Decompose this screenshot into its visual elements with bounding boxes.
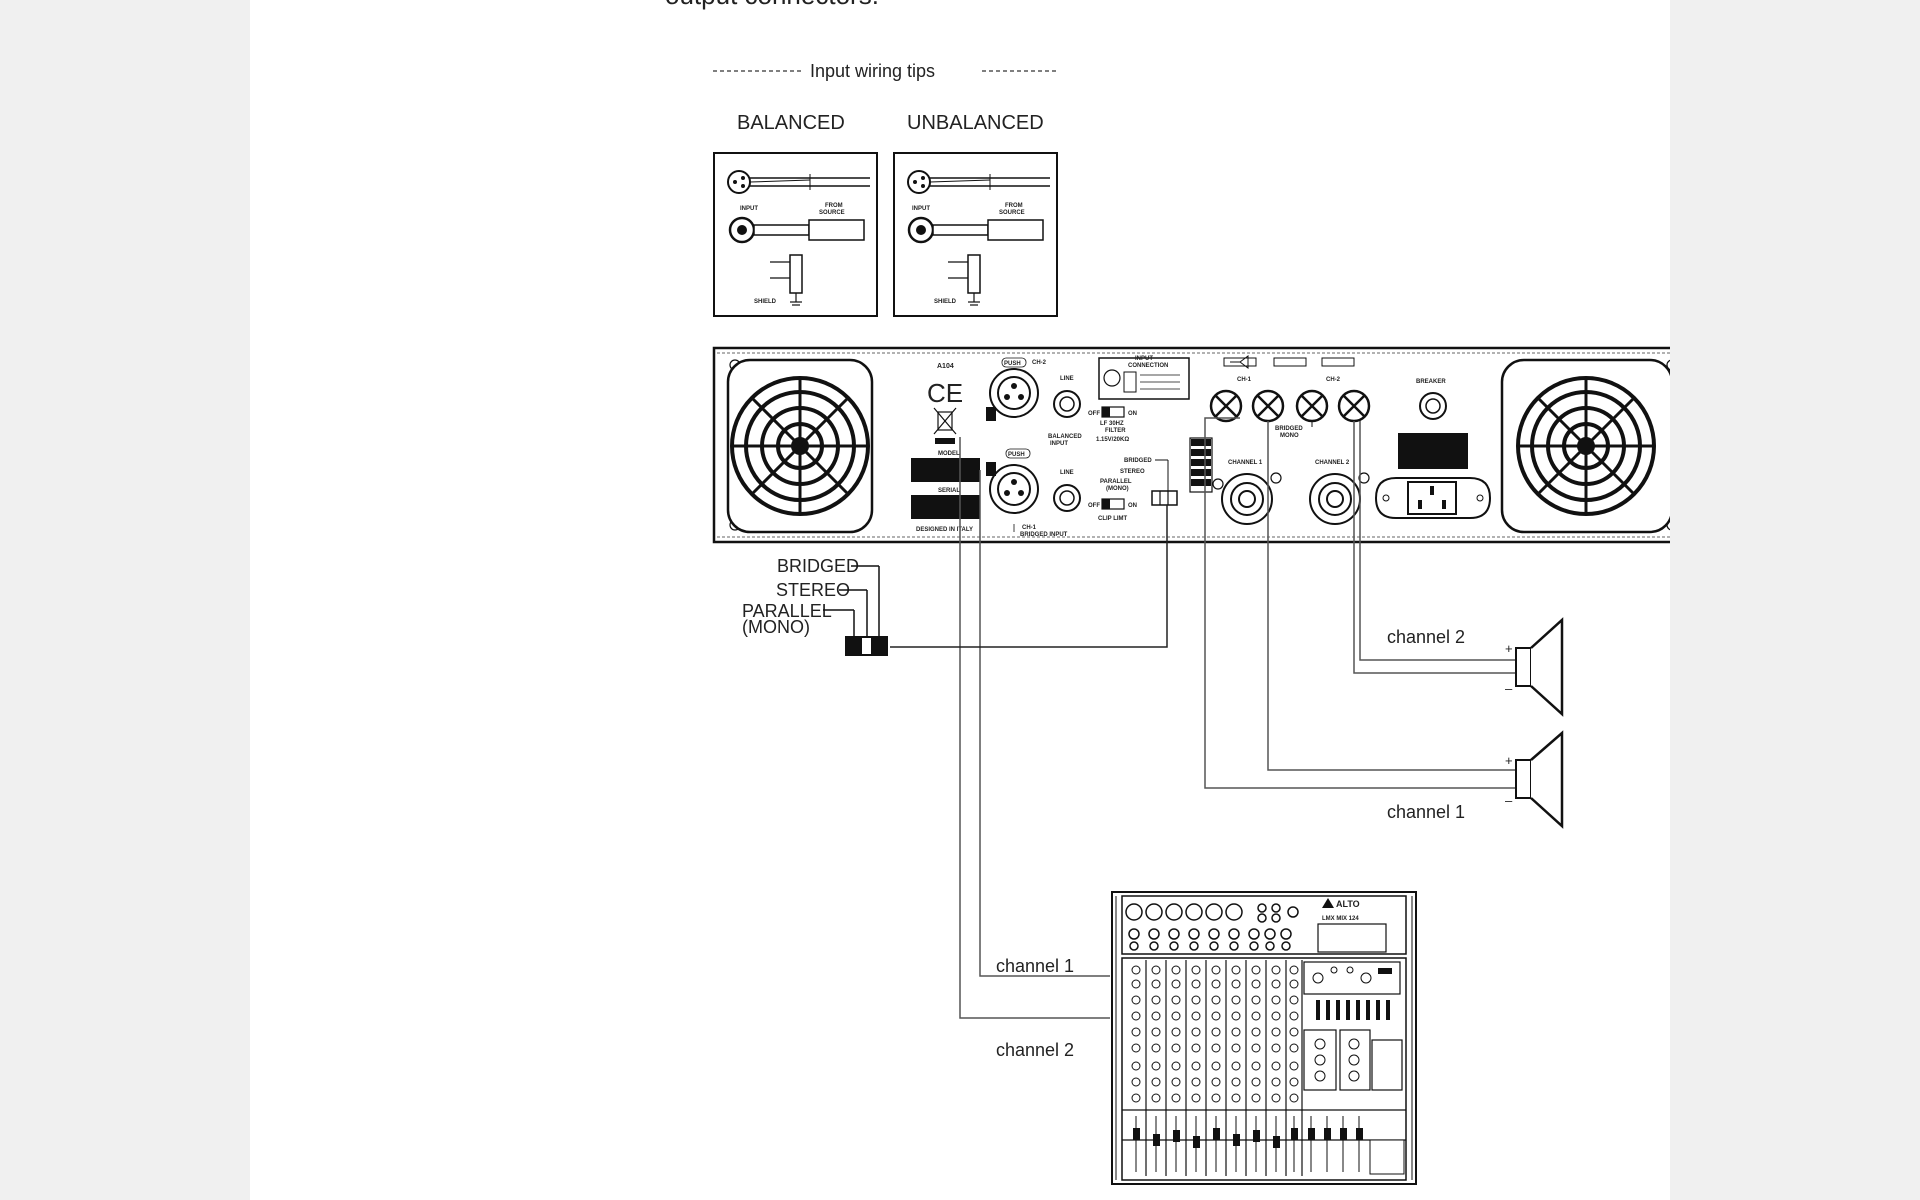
svg-text:+: +	[1505, 641, 1513, 656]
svg-text:–: –	[1505, 681, 1513, 696]
breaker-button[interactable]	[1419, 392, 1447, 420]
svg-text:CH-1: CH-1	[1022, 525, 1037, 531]
cables	[890, 417, 1518, 1019]
right-fan-grille	[1500, 358, 1670, 534]
svg-text:FROM: FROM	[825, 203, 843, 209]
svg-text:INPUT: INPUT	[912, 206, 930, 212]
panel-mode-switch[interactable]	[1151, 490, 1178, 506]
svg-text:PUSH: PUSH	[1004, 361, 1021, 367]
svg-text:+: +	[1505, 753, 1513, 768]
svg-text:SOURCE: SOURCE	[999, 210, 1025, 216]
unbalanced-title: UNBALANCED	[907, 112, 1044, 134]
amplifier-wiring-diagram: output connectors. Input wiring tips BAL…	[665, 0, 1670, 1185]
speaker-label-channel-1: channel 1	[1387, 802, 1465, 822]
svg-text:PARALLEL: PARALLEL	[1100, 479, 1132, 485]
svg-text:SERIAL: SERIAL	[938, 488, 960, 494]
svg-text:–: –	[1505, 793, 1513, 808]
speakon-output-ch1[interactable]	[1221, 473, 1273, 525]
lf-filter-switch[interactable]: OFF ON	[1088, 406, 1137, 418]
svg-text:BRIDGED: BRIDGED	[1275, 426, 1303, 432]
xlr-input-ch2[interactable]: PUSH CH-2	[989, 357, 1047, 418]
svg-text:STEREO: STEREO	[776, 580, 850, 600]
svg-text:CLIP LIMT: CLIP LIMT	[1098, 516, 1128, 522]
svg-text:BRIDGED: BRIDGED	[777, 556, 859, 576]
svg-text:OFF: OFF	[1088, 411, 1100, 417]
svg-text:CH-2: CH-2	[1326, 377, 1341, 383]
svg-text:DESIGNED IN ITALY: DESIGNED IN ITALY	[916, 527, 973, 533]
svg-text:ON: ON	[1128, 411, 1137, 417]
svg-text:INPUT: INPUT	[740, 206, 758, 212]
speaker-channel-1: + –	[1505, 730, 1564, 829]
speakon-output-ch2[interactable]	[1309, 473, 1361, 525]
svg-text:PUSH: PUSH	[1008, 452, 1025, 458]
clip-limit-switch[interactable]: OFF ON	[1088, 498, 1137, 510]
svg-text:CH-2: CH-2	[1032, 360, 1047, 366]
svg-text:LINE: LINE	[1060, 470, 1074, 476]
svg-text:MODEL: MODEL	[938, 451, 960, 457]
svg-text:CHANNEL 1: CHANNEL 1	[1228, 460, 1263, 466]
model-name: A104	[937, 363, 954, 370]
svg-text:FROM: FROM	[1005, 203, 1023, 209]
svg-text:MONO: MONO	[1280, 433, 1299, 439]
mixer-label-channel-2: channel 2	[996, 1040, 1074, 1060]
mixer-label-channel-1: channel 1	[996, 956, 1074, 976]
svg-text:STEREO: STEREO	[1120, 469, 1145, 475]
svg-text:BRIDGED INPUT: BRIDGED INPUT	[1020, 532, 1068, 538]
svg-text:INPUT: INPUT	[1135, 356, 1153, 362]
model-label-plate	[911, 458, 980, 482]
line-jack-ch1[interactable]	[1053, 484, 1081, 512]
svg-text:CHANNEL 2: CHANNEL 2	[1315, 460, 1350, 466]
input-connection-diagram: INPUT CONNECTION	[1098, 356, 1190, 400]
svg-text:LMX MIX 124: LMX MIX 124	[1322, 916, 1359, 922]
svg-text:FILTER: FILTER	[1105, 428, 1126, 434]
svg-text:CONNECTION: CONNECTION	[1128, 363, 1168, 369]
speaker-label-channel-2: channel 2	[1387, 627, 1465, 647]
weee-bin-icon	[933, 407, 957, 444]
svg-text:ON: ON	[1128, 503, 1137, 509]
svg-text:PARALLEL: PARALLEL	[742, 601, 832, 621]
mode-switch-callout: BRIDGED STEREO PARALLEL (MONO)	[742, 556, 888, 656]
line-jack-ch2[interactable]	[1053, 390, 1081, 418]
svg-text:SHIELD: SHIELD	[934, 299, 957, 305]
svg-text:LINE: LINE	[1060, 376, 1074, 382]
svg-text:SHIELD: SHIELD	[754, 299, 777, 305]
amplifier-rear-panel: A104 CE MODEL SERIAL DESIGNED IN ITALY P…	[712, 346, 1670, 544]
cut-heading: output connectors.	[665, 0, 879, 10]
svg-text:1.15V/20KΩ: 1.15V/20KΩ	[1096, 437, 1129, 443]
speaker-channel-2: + –	[1505, 617, 1564, 717]
svg-text:ALTO: ALTO	[1336, 899, 1360, 909]
svg-text:(MONO): (MONO)	[1106, 486, 1129, 492]
svg-text:BRIDGED: BRIDGED	[1124, 458, 1152, 464]
mixer-console: ALTO LMX MIX 124	[1111, 891, 1417, 1185]
rating-plate	[1398, 433, 1468, 469]
serial-label-plate	[911, 495, 980, 519]
balanced-title: BALANCED	[737, 112, 845, 134]
svg-text:BALANCED: BALANCED	[1048, 434, 1082, 440]
manual-page: output connectors. Input wiring tips BAL…	[250, 0, 1670, 1200]
wiring-tips-section: Input wiring tips BALANCED UNBALANCED IN…	[713, 61, 1058, 317]
svg-text:LF 30HZ: LF 30HZ	[1100, 421, 1124, 427]
svg-text:CH-1: CH-1	[1237, 377, 1252, 383]
wiring-tips-title: Input wiring tips	[810, 61, 935, 81]
iec-power-inlet[interactable]	[1374, 477, 1492, 519]
svg-text:BREAKER: BREAKER	[1416, 379, 1446, 385]
balanced-wiring-box: INPUT FROM SOURCE SHIELD	[713, 152, 878, 317]
speaker-symbols	[1223, 355, 1355, 369]
unbalanced-wiring-box: INPUT FROM SOURCE SHIELD	[893, 152, 1058, 317]
ce-mark: CE	[927, 378, 963, 408]
svg-text:(MONO): (MONO)	[742, 617, 810, 637]
left-fan-grille	[726, 358, 874, 534]
svg-text:INPUT: INPUT	[1050, 441, 1068, 447]
xlr-input-ch1[interactable]: PUSH	[989, 448, 1039, 514]
svg-text:OFF: OFF	[1088, 503, 1100, 509]
svg-text:SOURCE: SOURCE	[819, 210, 845, 216]
